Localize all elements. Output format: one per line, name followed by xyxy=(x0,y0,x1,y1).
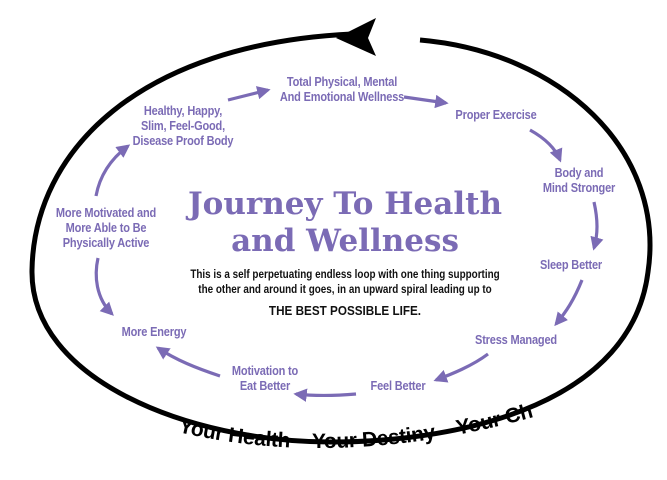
step-2-line: Proper Exercise xyxy=(455,108,537,122)
step-2: Proper Exercise xyxy=(417,108,575,123)
step-1-line: Total Physical, Mental xyxy=(286,75,398,89)
step-9-line: Physically Active xyxy=(62,236,150,250)
diagram-title: Journey To Health and Wellness xyxy=(145,186,545,260)
best-life-emphasis: THE BEST POSSIBLE LIFE. xyxy=(268,303,422,318)
step-10-line: Healthy, Happy, xyxy=(143,104,223,118)
step-8: More Energy xyxy=(75,325,233,340)
step-1-line: And Emotional Wellness xyxy=(279,90,405,104)
step-arrow-2 xyxy=(403,94,449,109)
outer-loop-arrow xyxy=(29,31,653,445)
title-line-1: Journey To Health xyxy=(188,186,502,222)
step-arrow-9 xyxy=(94,257,114,316)
step-8-line: More Energy xyxy=(121,325,187,339)
step-7-line: Eat Better xyxy=(239,379,291,393)
step-arrows xyxy=(94,86,604,402)
step-4: Sleep Better xyxy=(492,258,650,273)
step-6: Feel Better xyxy=(319,379,477,394)
step-3-line: Body and xyxy=(554,166,604,180)
step-9-line: More Motivated and xyxy=(55,206,157,220)
step-10-line: Disease Proof Body xyxy=(132,134,234,148)
step-arrow-5 xyxy=(554,279,584,327)
loop-arrowhead-icon xyxy=(336,18,376,56)
step-arrow-10 xyxy=(94,144,131,197)
step-7-line: Motivation to xyxy=(231,364,299,378)
step-9-line: More Able to Be xyxy=(65,221,147,235)
step-arrow-6 xyxy=(433,352,489,383)
step-5: Stress Managed xyxy=(437,333,595,348)
description-line-1: This is a self perpetuating endless loop… xyxy=(190,269,500,281)
description: This is a self perpetuating endless loop… xyxy=(186,268,504,298)
step-5-line: Stress Managed xyxy=(475,333,557,347)
description-line-2: the other and around it goes, in an upwa… xyxy=(198,284,492,296)
step-6-line: Feel Better xyxy=(370,379,426,393)
title-line-2: and Wellness xyxy=(231,223,459,259)
step-arrow-8 xyxy=(155,346,221,378)
step-arrow-7 xyxy=(293,388,357,402)
step-3-line: Mind Stronger xyxy=(542,181,616,195)
step-arrow-1 xyxy=(227,86,271,102)
step-arrow-4 xyxy=(590,201,604,251)
step-4-line: Sleep Better xyxy=(539,258,603,272)
step-10-line: Slim, Feel-Good, xyxy=(141,119,225,133)
step-arrow-3 xyxy=(529,128,563,163)
step-10: Healthy, Happy,Slim, Feel-Good,Disease P… xyxy=(104,104,262,149)
